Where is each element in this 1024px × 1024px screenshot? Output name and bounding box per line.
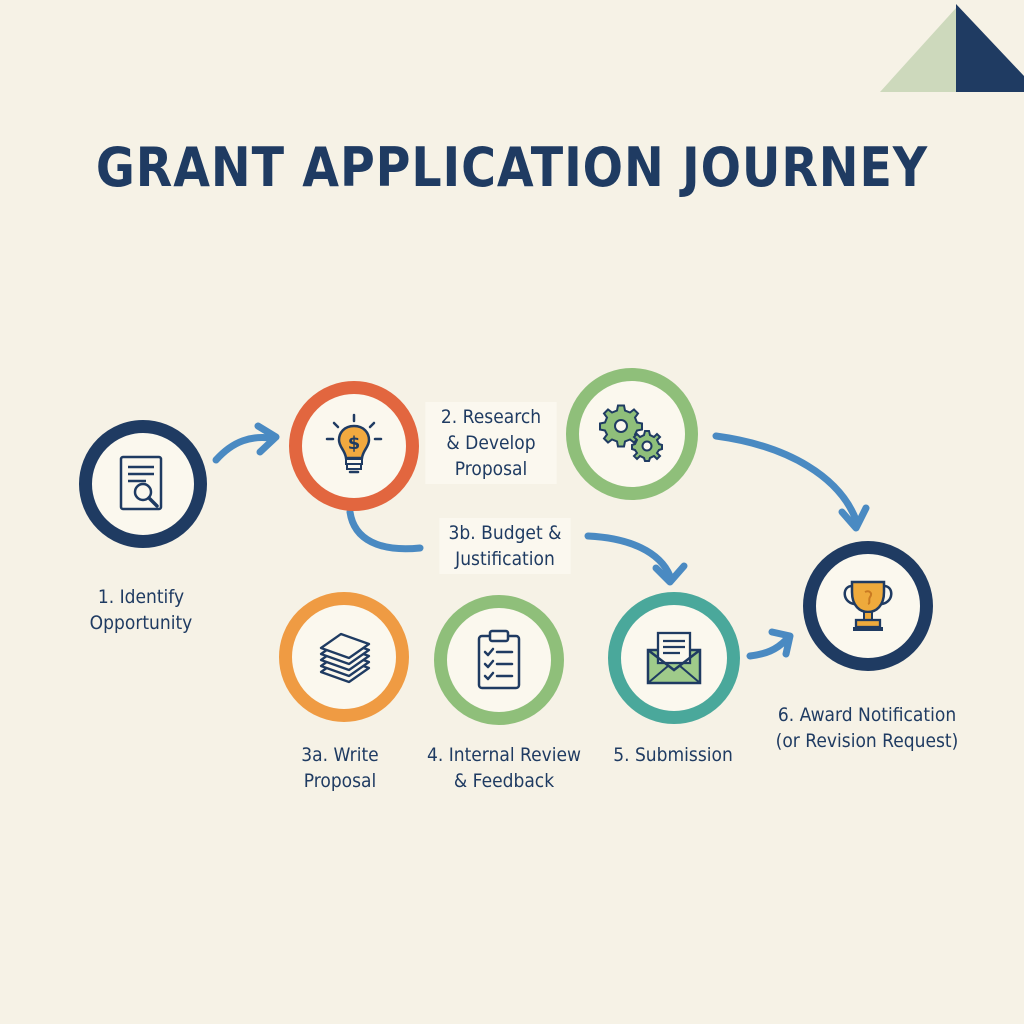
lightbulb-dollar-icon: $ [325, 413, 383, 474]
step-review-label-line-1: 4. Internal Review [426, 744, 582, 766]
arrow-identify-to-research [212, 434, 274, 464]
step-review-label-line-2: & Feedback [453, 770, 555, 792]
step-write-node [279, 592, 409, 722]
gears-icon [599, 404, 663, 462]
step-research-node: $ [289, 381, 419, 511]
arrow-budget-to-submission [584, 532, 674, 580]
arrow-submission-to-award [746, 636, 790, 660]
arrowhead-submission-to-award [768, 628, 794, 658]
step-budget-label-line-1: 3b. Budget & [448, 522, 562, 544]
page-title: GRANT APPLICATION JOURNEY [95, 136, 929, 199]
trophy-icon [843, 580, 893, 631]
step-research-label: 2. Research & Develop Proposal [425, 402, 557, 484]
step-submission-node [608, 592, 740, 724]
step-review-node [434, 595, 564, 725]
step-award-label-line-1: 6. Award Notification [777, 704, 957, 726]
step-award-label-line-2: (or Revision Request) [775, 730, 959, 752]
step-budget-label: 3b. Budget & Justification [439, 518, 571, 574]
envelope-icon [646, 631, 702, 685]
arrow-gears-to-award [712, 432, 860, 524]
step-award-node [803, 541, 933, 671]
step-develop-gears-node [566, 368, 698, 500]
arrowhead-gears-to-award [838, 504, 870, 532]
arrowhead-identify-to-research [254, 422, 280, 456]
step-write-label: 3a. Write Proposal [277, 742, 403, 794]
step-submission-label-line-1: 5. Submission [613, 744, 733, 766]
arrow-research-to-budget [346, 508, 424, 553]
step-identify-label-line-1: 1. Identify [97, 586, 185, 608]
paper-stack-icon [319, 632, 371, 684]
step-write-label-line-1: 3a. Write [301, 744, 379, 766]
step-research-label-line-3: Proposal [454, 458, 528, 480]
step-submission-label: 5. Submission [606, 742, 741, 768]
step-budget-label-line-2: Justification [455, 548, 555, 570]
step-identify-label: 1. Identify Opportunity [74, 584, 209, 636]
svg-text:$: $ [348, 433, 361, 454]
arrowhead-budget-to-submission [652, 562, 688, 586]
step-review-label: 4. Internal Review & Feedback [423, 742, 585, 794]
step-research-label-line-2: & Develop [446, 432, 536, 454]
step-research-label-line-1: 2. Research [440, 406, 542, 428]
step-identify-node [79, 420, 207, 548]
clipboard-checklist-icon [477, 629, 521, 690]
step-identify-label-line-2: Opportunity [89, 612, 193, 634]
step-write-label-line-2: Proposal [303, 770, 377, 792]
document-search-icon [119, 455, 163, 511]
step-award-label: 6. Award Notification (or Revision Reque… [773, 702, 962, 754]
